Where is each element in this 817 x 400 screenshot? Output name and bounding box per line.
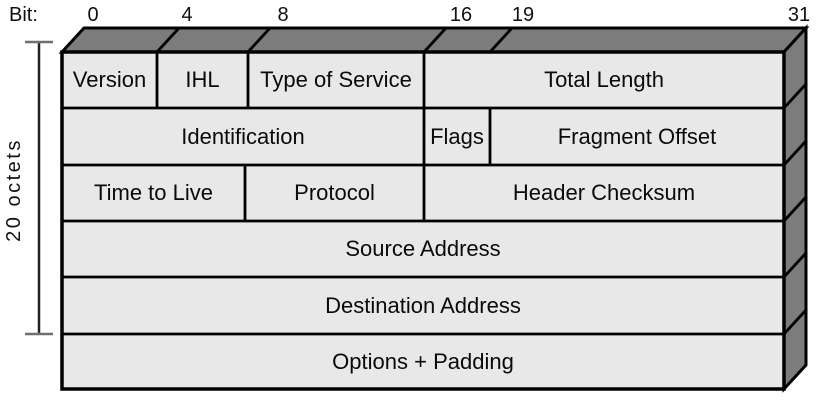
field-source-address: Source Address <box>345 236 501 261</box>
right-face-row-diagonals <box>782 83 808 335</box>
field-version: Version <box>72 67 147 92</box>
top-face-bit-diagonals <box>155 27 514 53</box>
field-fragment-offset: Fragment Offset <box>557 123 717 149</box>
field-ihl: IHL <box>185 67 220 92</box>
field-options-padding: Options + Padding <box>332 348 514 374</box>
bit-tick-4: 4 <box>181 4 193 26</box>
field-flags: Flags <box>430 123 484 149</box>
field-identification: Identification <box>181 123 305 149</box>
bit-tick-8: 8 <box>277 4 289 26</box>
bit-axis-label: Bit: <box>9 4 38 26</box>
octets-bracket <box>25 40 53 336</box>
field-type-of-service: Type of Service <box>260 67 412 92</box>
bit-tick-19: 19 <box>511 4 535 26</box>
field-destination-address: Destination Address <box>325 292 521 318</box>
bit-tick-16: 16 <box>449 4 473 26</box>
bit-tick-31: 31 <box>787 4 811 26</box>
field-time-to-live: Time to Live <box>93 180 213 205</box>
field-total-length: Total Length <box>544 67 664 92</box>
bit-tick-0: 0 <box>87 4 99 26</box>
field-header-checksum: Header Checksum <box>512 180 696 205</box>
octets-label: 20 octets <box>3 138 25 242</box>
field-protocol: Protocol <box>294 180 375 205</box>
field-separator-lines <box>155 52 492 221</box>
